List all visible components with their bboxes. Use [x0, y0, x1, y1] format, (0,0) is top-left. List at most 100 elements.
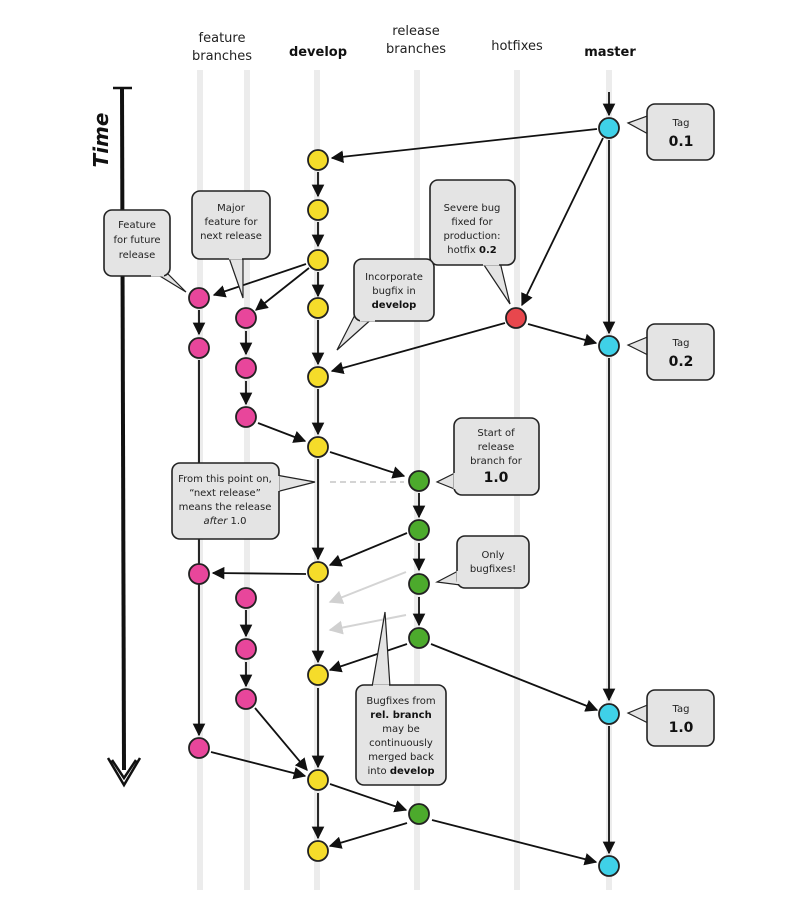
commit-master-tag-0-2	[598, 335, 620, 357]
commit-master-tag-0-1	[598, 117, 620, 139]
arrow-release-to-develop-1	[328, 532, 408, 567]
commit-develop-3	[307, 249, 329, 271]
commit-feature2-3	[235, 406, 257, 428]
tag-0-2-line2: 0.2	[669, 354, 694, 370]
callout-tag-1-0: Tag 1.0	[626, 689, 715, 747]
bugfixes-from-line6a: into	[367, 766, 389, 777]
arrow-release2-to-develop	[328, 822, 408, 849]
arrow-release2-to-master	[431, 819, 598, 866]
arrow-hotfix-to-develop	[330, 322, 506, 375]
lane-develop	[314, 70, 320, 890]
severe-bug-line4b: 0.2	[479, 245, 497, 256]
from-this-point-line4a: after	[204, 516, 229, 527]
time-axis: Time	[89, 86, 142, 788]
feature-future-line1: Feature	[118, 220, 156, 231]
header-release-line1: release	[392, 24, 439, 39]
start-release-line1: Start of	[477, 428, 515, 439]
header-develop: develop	[289, 45, 347, 60]
bugfixes-from-line1: Bugfixes from	[366, 696, 435, 707]
tag-1-0-line1: Tag	[672, 704, 690, 715]
merge-back-arrows	[328, 481, 407, 635]
feature-future-line2: for future	[113, 235, 160, 246]
commit-develop-10	[307, 840, 329, 862]
major-feature-line2: feature for	[204, 217, 258, 228]
callout-severe-bug: Severe bug fixed for production: hotfix …	[429, 179, 516, 305]
commit-develop-9	[307, 769, 329, 791]
commit-develop-1	[307, 149, 329, 171]
commit-feature3-1	[235, 587, 257, 609]
commit-arrows	[192, 92, 616, 866]
commit-develop-8	[307, 664, 329, 686]
major-feature-line1: Major	[217, 203, 246, 214]
commit-develop-5	[307, 366, 329, 388]
arrow-feature2-to-develop	[257, 422, 307, 443]
commit-master-final	[598, 855, 620, 877]
severe-bug-line3: production:	[443, 231, 500, 242]
from-this-point-line3: means the release	[179, 502, 272, 513]
callout-feature-future: Feature for future release	[103, 209, 187, 293]
start-release-line3: branch for	[470, 456, 523, 467]
start-release-line4: 1.0	[484, 470, 509, 486]
arrow-develop-to-feature2	[255, 267, 310, 311]
bugfixes-from-line5: merged back	[368, 752, 434, 763]
callout-tag-0-2: Tag 0.2	[626, 323, 715, 381]
callout-incorporate: Incorporate bugfix in develop	[336, 258, 435, 351]
commit-hotfix	[505, 307, 527, 329]
incorporate-line3: develop	[372, 300, 417, 311]
arrow-develop-to-feature3	[211, 566, 307, 580]
severe-bug-line1: Severe bug	[444, 203, 501, 214]
severe-bug-line4: hotfix 0.2	[447, 245, 497, 256]
commit-master-tag-1-0	[598, 703, 620, 725]
callout-major-feature: Major feature for next release	[191, 190, 271, 299]
bugfixes-from-line4: continuously	[369, 738, 433, 749]
callout-start-release: Start of release branch for 1.0	[435, 417, 540, 496]
incorporate-line1: Incorporate	[365, 272, 423, 283]
callout-from-this-point: From this point on, “next release” means…	[171, 462, 316, 540]
arrow-feature1-to-develop	[210, 751, 307, 780]
bugfixes-from-line3: may be	[382, 724, 419, 735]
commit-release-4	[408, 627, 430, 649]
only-bugfixes-line2: bugfixes!	[470, 564, 516, 575]
callouts: Tag 0.1 Tag 0.2 Tag 1.0 Feature for futu…	[103, 103, 715, 786]
time-axis-arrowhead	[106, 757, 142, 788]
commit-feature1-4	[188, 737, 210, 759]
from-this-point-line2: “next release”	[189, 488, 261, 499]
from-this-point-line4: after 1.0	[204, 516, 247, 527]
arrow-hotfix-to-master	[527, 323, 598, 347]
incorporate-line2: bugfix in	[372, 286, 416, 297]
commit-release-2	[408, 519, 430, 541]
arrow-merge-back-1	[328, 571, 407, 604]
only-bugfixes-line1: Only	[482, 550, 505, 561]
arrow-merge-back-2	[328, 614, 407, 635]
bugfixes-from-line6b: develop	[390, 766, 435, 777]
commit-develop-4	[307, 297, 329, 319]
header-release-line2: branches	[386, 42, 446, 57]
commit-develop-6	[307, 436, 329, 458]
commit-feature3-3	[235, 688, 257, 710]
header-feature-line2: branches	[192, 49, 252, 64]
header-feature-line1: feature	[199, 31, 246, 46]
commit-develop-2	[307, 199, 329, 221]
commit-feature2-2	[235, 357, 257, 379]
arrow-develop-to-release	[329, 451, 406, 479]
from-this-point-line1: From this point on,	[178, 474, 272, 485]
header-hotfixes: hotfixes	[491, 39, 543, 54]
commit-release-5	[408, 803, 430, 825]
tag-0-1-line1: Tag	[672, 118, 690, 129]
callout-only-bugfixes: Only bugfixes!	[435, 535, 530, 589]
tag-0-2-line1: Tag	[672, 338, 690, 349]
severe-bug-line2: fixed for	[451, 217, 493, 228]
feature-future-line3: release	[119, 250, 155, 261]
commit-feature1-3	[188, 563, 210, 585]
header-master: master	[584, 45, 636, 60]
major-feature-line3: next release	[200, 231, 262, 242]
arrow-develop-to-feature1	[212, 263, 307, 298]
tag-1-0-line2: 1.0	[669, 720, 694, 736]
from-this-point-line4b: 1.0	[227, 516, 246, 527]
arrow-release-to-develop-2	[328, 643, 408, 673]
arrow-develop-to-release2	[329, 783, 408, 813]
severe-bug-line4a: hotfix	[447, 245, 479, 256]
column-headers: feature branches develop release branche…	[192, 24, 636, 64]
commit-feature2-1	[235, 307, 257, 329]
